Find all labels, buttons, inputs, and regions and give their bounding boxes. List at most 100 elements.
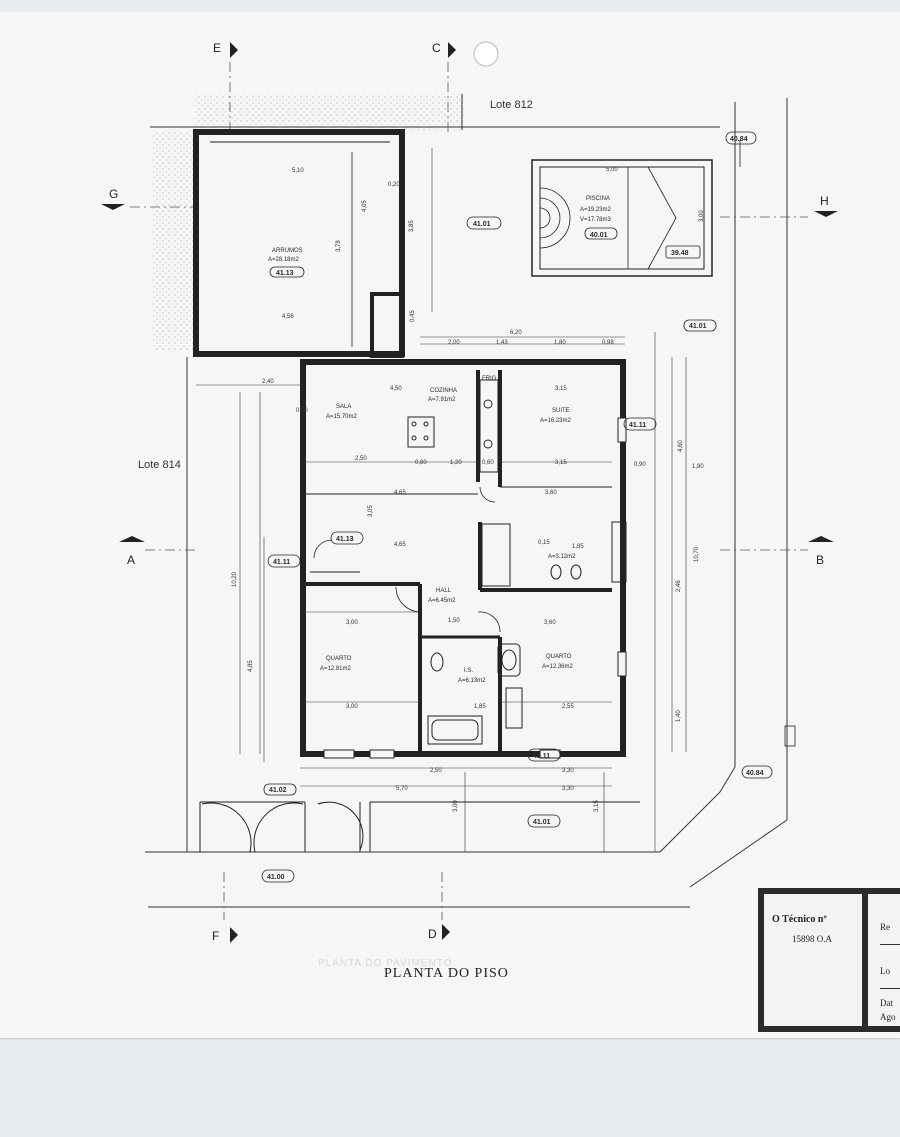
dim-suite-315: 3,15 [555,386,567,392]
side-label-2: Lo [880,966,890,976]
dim-q1-300b: 3,00 [346,704,358,710]
dim-west-1020: 10,20 [232,571,238,587]
dim-storage-width: 5,10 [292,168,304,174]
room-quarto2-name: QUARTO [546,654,572,660]
tech-number: 15898 O.A [792,934,832,944]
dim-patio-315: 3,15 [594,800,600,812]
dim-east-180: 1,80 [692,464,704,470]
dim-top-143: 1,43 [496,340,508,346]
dim-storage-depth1: 4,05 [362,200,368,212]
section-label-e: E [213,41,221,55]
section-label-f: F [212,929,219,943]
dim-storage-side: 3,85 [409,220,415,232]
dim-west-485: 4,85 [248,660,254,672]
dim-is-185: 1,85 [474,704,486,710]
kitchen-counter [407,379,499,473]
side-label-4: Ago [880,1012,896,1022]
terrain-hatch-top [195,94,463,132]
dim-suite-360: 3,60 [545,490,557,496]
ghost-title: PLANTA DO PAVIMENTO [318,958,453,969]
room-quarto2-area: A=12.36m2 [542,664,574,670]
room-cozinha-name: COZINHA [430,388,457,394]
dim-east-246: 2,46 [676,580,682,592]
bathroom-fixtures [427,564,582,745]
section-label-a: A [127,553,135,567]
side-label-3: Dat [880,998,893,1008]
level-street: 41.00 [267,874,285,881]
title-block-side: Re Lo Dat Ago [868,894,900,1026]
room-quarto1-name: QUARTO [326,656,352,662]
level-garden-east: 41.01 [689,323,707,330]
room-wc-area: A=3.12m2 [548,554,576,560]
level-south-patio: 41.01 [533,819,551,826]
section-markers [101,41,838,943]
storage-name: ARRUMOS [272,248,303,254]
level-corner-ne: 40.84 [730,136,748,143]
section-label-b: B [816,553,824,567]
vent-grille [784,725,796,747]
dim-top-180: 1,80 [554,340,566,346]
room-hall-area: A=6.45m2 [428,598,456,604]
dim-suite-315b: 3,15 [555,460,567,466]
dim-sala-450: 4,50 [390,386,402,392]
dim-q1-300: 3,00 [346,620,358,626]
pool-edge-level: 39.48 [671,250,689,257]
dim-top-098: 0,98 [602,340,614,346]
lot-label-north: Lote 812 [490,99,533,111]
dim-south-250: 2,50 [430,768,442,774]
dim-sala-250: 2,50 [355,456,367,462]
room-hall-name: HALL [436,588,452,594]
storage-walls [193,129,405,358]
dim-hall-465b: 4,65 [394,542,406,548]
dim-top-620: 6,20 [510,330,522,336]
room-suite-name: SUITE [552,408,570,414]
terrain-hatch-left [152,130,196,350]
room-suite-area: A=16.23m2 [540,418,572,424]
level-sala: 41.13 [336,536,354,543]
pool-name: PISCINA [586,196,610,202]
dim-storage-depth2: 3,78 [336,240,342,252]
dim-top-045: 0,45 [410,310,416,322]
dim-q2-255: 2,55 [562,704,574,710]
pool-volume: V=17.78m3 [580,217,612,223]
pool-area: A=19.23m2 [580,207,612,213]
dim-q2-360: 3,60 [544,620,556,626]
section-label-g: G [109,187,118,201]
dim-wc-015: 0,15 [538,540,550,546]
dim-top-200: 2,00 [448,340,460,346]
dim-south-570: 5,70 [396,786,408,792]
house-walls [300,359,627,757]
dim-wc-185: 1,85 [572,544,584,550]
pool-level: 40.01 [590,232,608,239]
dim-east-090: 0,90 [634,462,646,468]
dim-pool-length: 5,00 [606,167,618,173]
tech-panel: O Técnico nº 15898 O.A [764,894,862,1026]
pool [531,140,741,277]
room-quarto1-area: A=12.81m2 [320,666,352,672]
room-is-name: I.S. [464,668,473,674]
dim-sala-305: 3,05 [368,505,374,517]
title-block: O Técnico nº 15898 O.A Re Lo Dat Ago [758,888,900,1032]
room-sala-name: SALA [336,404,351,410]
dim-kit-080: 0,80 [415,460,427,466]
dim-pool-width: 3,00 [699,210,705,222]
plan-title: PLANTA DO PISO [384,966,509,981]
dim-kit-120: 1,20 [450,460,462,466]
room-is-area: A=6.13m2 [458,678,486,684]
dim-east-460: 4,60 [678,440,684,452]
drawing-sheet: E C G H A B F D Lote 812 Lote 814 ARRUMO… [0,12,900,1038]
side-label-1: Re [880,922,890,932]
dim-hall-150: 1,50 [448,618,460,624]
plot-boundary [145,94,788,908]
dim-kit-060: 0,60 [482,460,494,466]
dimension-lines [196,148,687,852]
level-suite: 41.11 [629,422,646,429]
dim-south-330b: 3,30 [562,786,574,792]
section-label-h: H [820,194,829,208]
level-corner-se: 40.84 [746,770,764,777]
dim-east-140: 1,40 [676,710,682,722]
storage-level: 41.13 [276,270,294,277]
lot-label-west: Lote 814 [138,459,181,471]
dim-south-330: 3,30 [562,768,574,774]
level-patio-top: 41.01 [473,221,491,228]
